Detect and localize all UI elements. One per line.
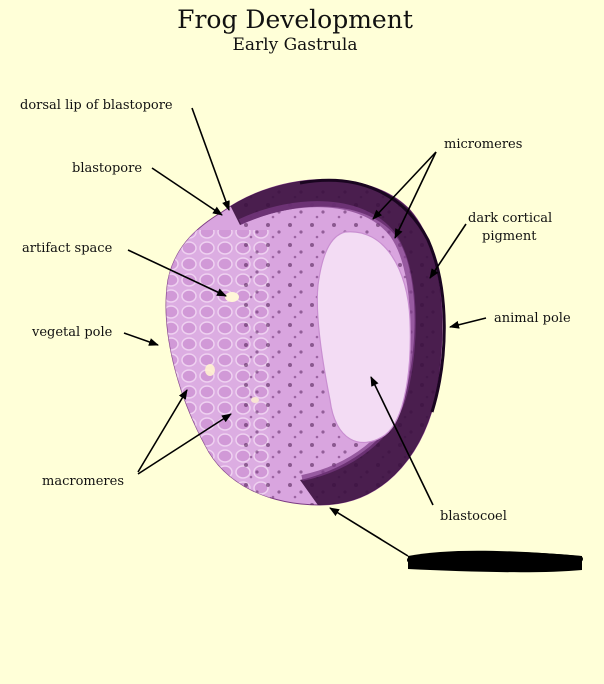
label-micromeres: micromeres <box>444 137 522 152</box>
arrow-blastopore <box>151 167 223 216</box>
arrow-dark-cortical <box>429 223 467 279</box>
label-macromeres: macromeres <box>42 474 124 489</box>
label-blastopore: blastopore <box>72 161 142 176</box>
artifact-space-hole <box>225 292 239 302</box>
arrow-dorsal-lip <box>191 107 230 211</box>
label-dorsal-lip: dorsal lip of blastopore <box>20 98 173 113</box>
arrow-animal-pole <box>449 317 487 329</box>
blastocoel-cavity <box>317 231 411 443</box>
label-vegetal-pole: vegetal pole <box>31 325 113 340</box>
pointer-arrows <box>123 107 487 557</box>
label-dark-cortical-line1: dark cortical <box>468 211 552 226</box>
label-artifact-space: artifact space <box>22 241 113 256</box>
arrow-vegetal-pole <box>123 332 159 346</box>
arrow-redacted <box>329 507 409 557</box>
redaction-mark <box>407 550 583 573</box>
label-dark-cortical-line2: pigment <box>482 229 537 244</box>
arrow-micromeres-1 <box>372 151 437 220</box>
arrow-macromeres-2 <box>137 413 232 475</box>
arrow-macromeres-1 <box>137 389 188 473</box>
diagram-title: Frog Development <box>177 5 413 34</box>
arrow-artifact-space <box>127 249 227 297</box>
embryo <box>165 178 446 506</box>
diagram-subtitle: Early Gastrula <box>232 35 358 55</box>
arrow-blastocoel <box>370 376 434 506</box>
arrow-micromeres-2 <box>394 151 437 239</box>
label-blastocoel: blastocoel <box>440 509 507 524</box>
label-animal-pole: animal pole <box>494 311 571 326</box>
